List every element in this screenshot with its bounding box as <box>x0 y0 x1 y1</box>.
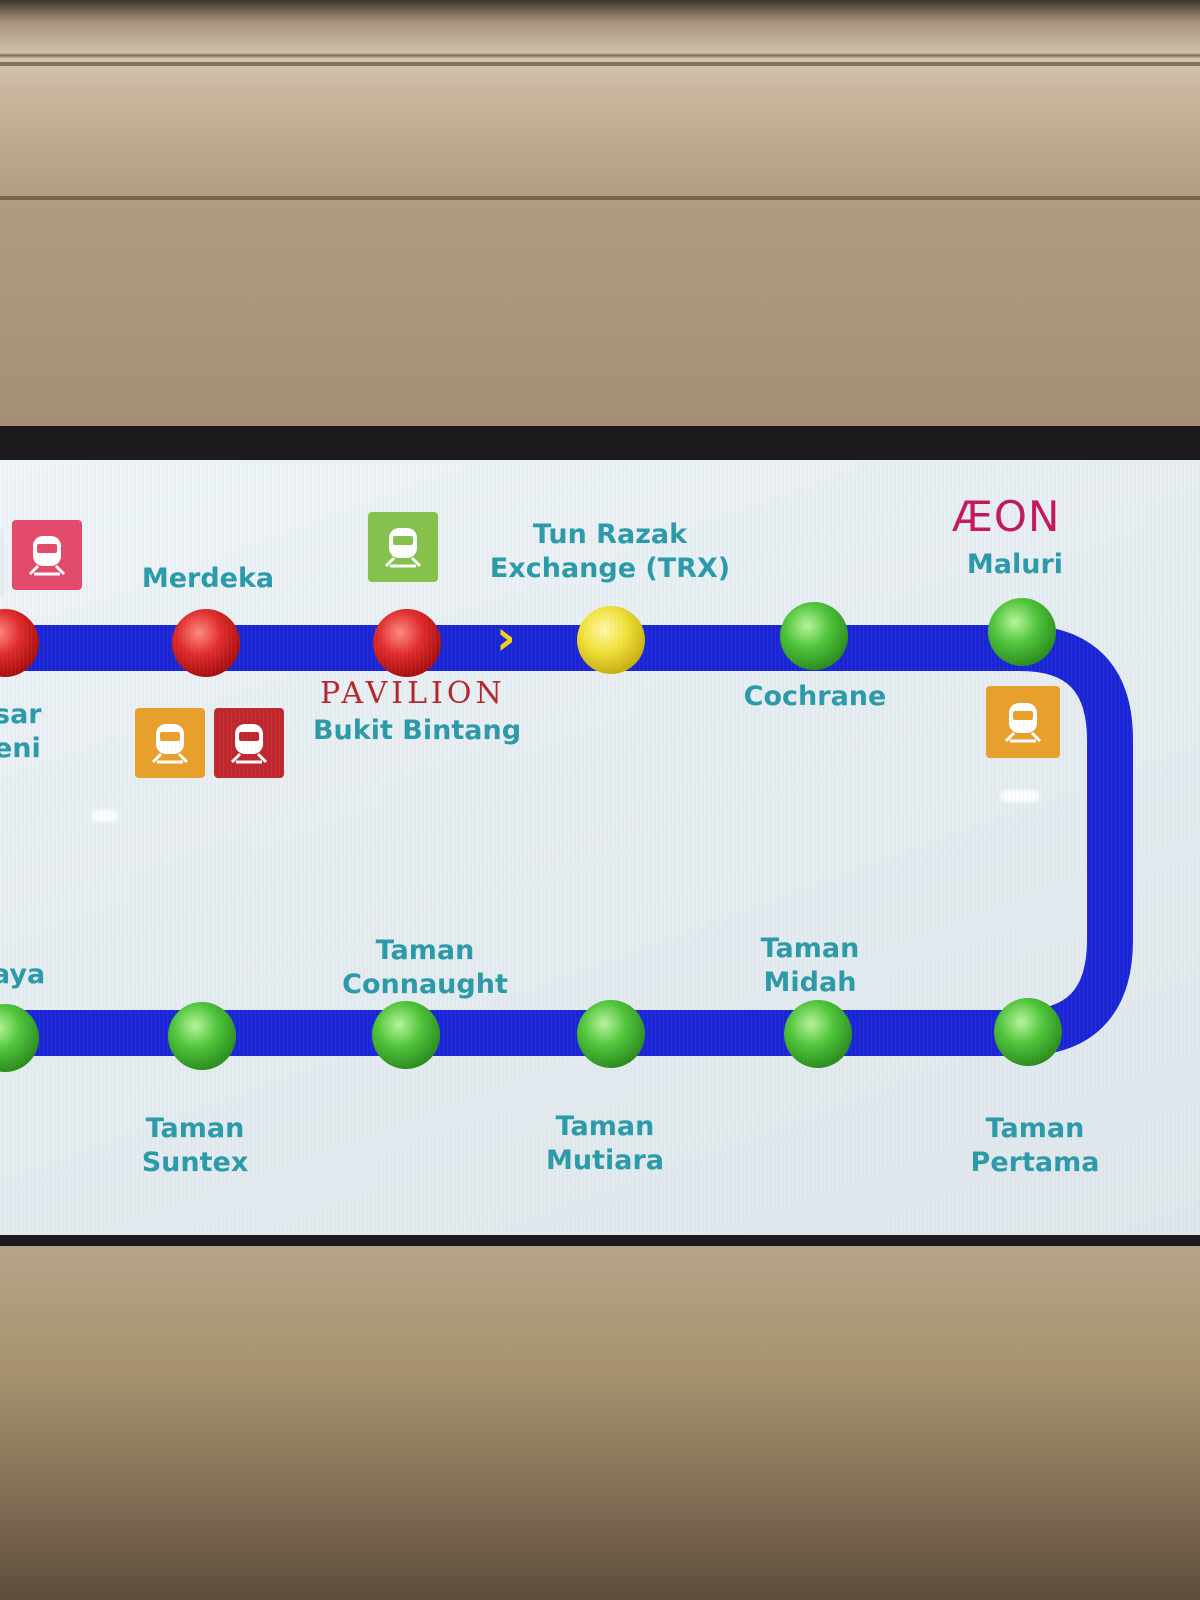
station-label-partial-bottom: aya <box>0 959 46 990</box>
station-label-taman-suntex: Taman Suntex <box>141 1113 249 1178</box>
train-icon <box>12 520 82 590</box>
station-dot-taman-midah <box>784 1000 852 1068</box>
station-dot-taman-connaught <box>372 1001 440 1069</box>
train-icon <box>135 708 205 778</box>
station-label-merdeka: Merdeka <box>141 563 275 594</box>
station-dot-taman-suntex <box>168 1002 236 1070</box>
pavilion-logo: PAVILION <box>320 676 506 711</box>
station-dot-partial <box>0 609 39 677</box>
screen-glare <box>92 810 118 822</box>
line-track <box>0 625 1133 1056</box>
station-label-partial-top: sar eni <box>0 699 42 764</box>
station-label-taman-midah: Taman Midah <box>760 933 860 998</box>
direction-chevron-icon: › <box>496 610 516 666</box>
lower-wall <box>0 1240 1200 1600</box>
station-dot-maluri <box>988 598 1056 666</box>
station-label-cochrane: Cochrane <box>743 681 887 712</box>
aeon-logo: ÆON <box>952 492 1061 541</box>
interchange-partial-icon <box>0 528 4 598</box>
station-label-bukit-bintang: Bukit Bintang <box>312 715 522 746</box>
station-label-taman-connaught: Taman Connaught <box>342 935 508 1000</box>
screen-glare <box>1000 790 1040 802</box>
station-dot-cochrane <box>780 602 848 670</box>
station-dot-taman-pertama <box>994 998 1062 1066</box>
route-map-lines <box>0 598 1133 1072</box>
route-map-display: › PAVILION ÆON sar eni Merdeka Bukit Bin… <box>0 460 1200 1235</box>
train-icon <box>214 708 284 778</box>
train-icon <box>986 686 1060 758</box>
station-label-maluri: Maluri <box>966 549 1064 580</box>
station-dot-partial-bottom <box>0 1004 39 1072</box>
station-label-taman-mutiara: Taman Mutiara <box>545 1111 664 1176</box>
wall-molding <box>0 62 1200 66</box>
station-label-trx: Tun Razak Exchange (TRX) <box>489 519 731 584</box>
station-dot-taman-mutiara <box>577 1000 645 1068</box>
station-label-taman-pertama: Taman Pertama <box>970 1113 1100 1178</box>
station-dot-merdeka <box>172 609 240 677</box>
train-icon <box>368 512 438 582</box>
station-dot-bukit-bintang <box>373 609 441 677</box>
upper-wall <box>0 0 1200 440</box>
wall-molding <box>0 196 1200 200</box>
station-dot-trx <box>577 606 645 674</box>
